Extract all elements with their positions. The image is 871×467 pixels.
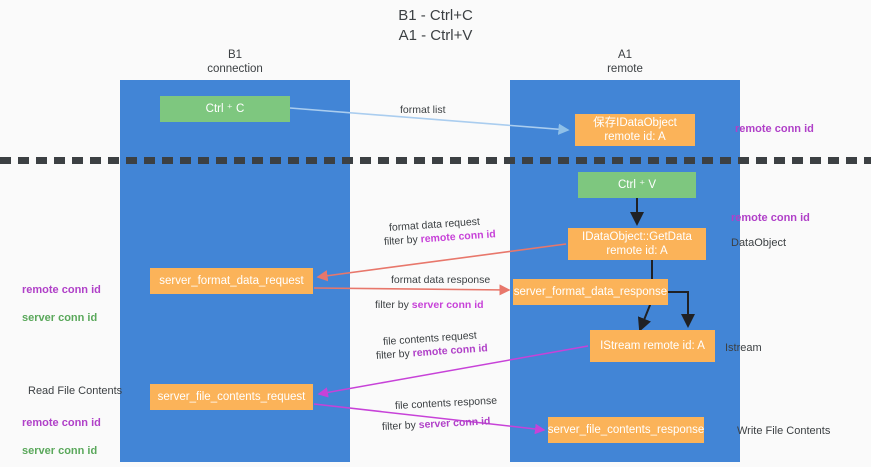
node-idataobject-getdata[interactable]: IDataObject::GetData remote id: A (568, 228, 706, 260)
node-ctrl-v[interactable]: Ctrl ⁺ V (578, 172, 696, 198)
edge-label-format-data-response-filter: filter by server conn id (375, 298, 484, 312)
node-save-idataobject[interactable]: 保存IDataObject remote id: A (575, 114, 695, 146)
edge-label-format-list: format list (400, 104, 446, 116)
node-server-file-contents-request[interactable]: server_file_contents_request (150, 384, 313, 410)
label-remote-conn-id-mid: remote conn id (731, 212, 810, 224)
label-left-conn-ids-bottom: remote conn id server conn id (22, 402, 101, 458)
label-read-file-contents: Read File Contents (28, 385, 123, 397)
arrow-format-data-request (316, 243, 567, 282)
arrow-format-data-response (313, 284, 511, 296)
node-ctrl-c[interactable]: Ctrl ⁺ C (160, 96, 290, 122)
arrow-file-contents-request (317, 345, 589, 398)
arrow-format-list (289, 107, 570, 135)
filter-by-text: filter by (375, 347, 414, 362)
filter-by-text: filter by (381, 419, 420, 433)
page-title: B1 - Ctrl+C A1 - Ctrl+V (398, 7, 473, 44)
label-istream: Istream (725, 342, 762, 354)
node-server-format-data-request[interactable]: server_format_data_request (150, 268, 313, 294)
filter-by-text: filter by (375, 299, 412, 311)
edge-label-format-data-response: format data response (391, 274, 491, 286)
arrow-file-contents-response (313, 403, 546, 435)
label-remote-conn-id-left-top: remote conn id (22, 284, 101, 296)
lane-header-a1: A1 remote (607, 49, 643, 75)
lane-header-b1: B1 connection (207, 49, 263, 75)
filter-key-server-conn-id: server conn id (418, 415, 491, 432)
label-remote-conn-id-left-bottom: remote conn id (22, 417, 101, 429)
label-dataobject: DataObject (731, 237, 787, 249)
filter-by-text: filter by (383, 233, 422, 248)
label-remote-conn-id-top: remote conn id (735, 123, 814, 135)
node-server-format-data-response[interactable]: server_format_data_response (513, 279, 668, 305)
node-server-file-contents-response[interactable]: server_file_contents_response (548, 417, 704, 443)
label-server-conn-id-left-bottom: server conn id (22, 445, 98, 457)
label-left-conn-ids-top: remote conn id server conn id (22, 269, 101, 325)
arrow-response-to-istream (666, 291, 695, 328)
label-write-file-contents: Write File Contents (737, 425, 831, 437)
divider-dashed-line (0, 157, 871, 164)
label-server-conn-id-left-top: server conn id (22, 312, 98, 324)
filter-key-server-conn-id: server conn id (411, 299, 484, 311)
node-istream[interactable]: IStream remote id: A (590, 330, 715, 362)
